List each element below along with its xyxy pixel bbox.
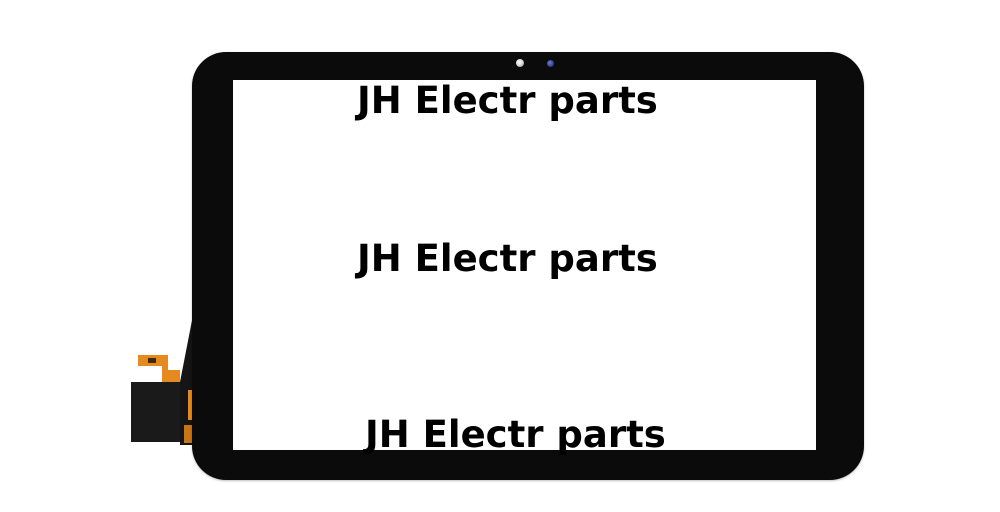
connector-block — [131, 382, 181, 442]
watermark-text-top: JH Electr parts — [357, 79, 658, 122]
camera-lens-icon — [516, 59, 524, 67]
ribbon-tab — [138, 355, 180, 382]
ribbon-chip — [148, 358, 156, 363]
watermark-text-middle: JH Electr parts — [357, 237, 658, 280]
watermark-text-bottom: JH Electr parts — [365, 413, 666, 456]
sensor-icon — [547, 60, 554, 67]
touch-screen-area — [233, 80, 816, 450]
